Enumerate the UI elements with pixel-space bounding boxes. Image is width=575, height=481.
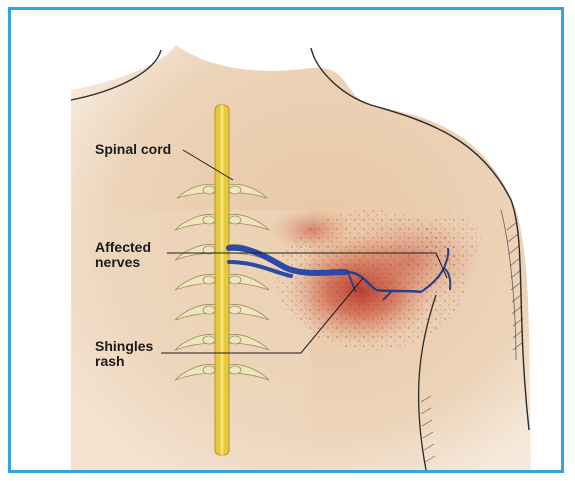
spinal-cord — [215, 105, 229, 455]
label-affected-nerves: Affected nerves — [95, 240, 175, 270]
label-shingles-rash: Shingles rash — [95, 339, 165, 369]
label-spinal-cord: Spinal cord — [95, 142, 171, 157]
anatomy-illustration — [11, 10, 561, 470]
illustration-frame: Spinal cord Affected nerves Shingles ras… — [8, 7, 564, 473]
